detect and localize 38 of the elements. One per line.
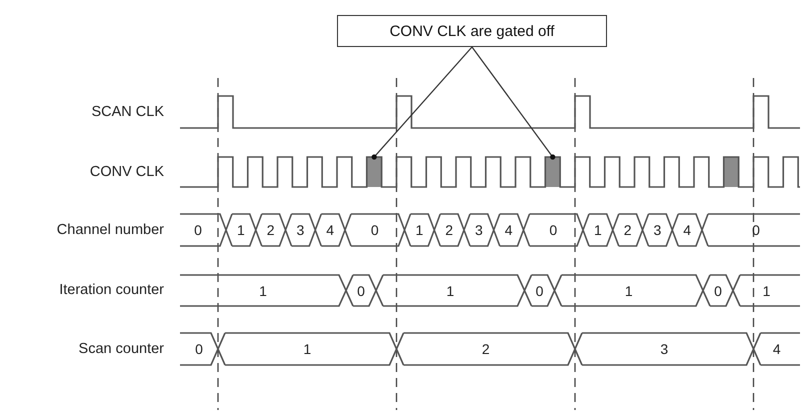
bus-value: 3 — [474, 223, 483, 237]
bus-value: 1 — [624, 284, 633, 298]
bus-value: 0 — [194, 223, 202, 237]
callout-text: CONV CLK are gated off — [390, 22, 554, 40]
bus-value: 3 — [653, 223, 662, 237]
bus-value: 0 — [714, 284, 722, 298]
leader-line — [372, 46, 472, 160]
bus-value: 0 — [752, 223, 760, 237]
bus-value: 2 — [624, 223, 632, 237]
bus-value: 1 — [303, 342, 312, 356]
signal-name: Channel number — [56, 222, 164, 238]
leader-line — [472, 46, 556, 160]
bus-value: 0 — [195, 342, 203, 356]
signal-name: Scan counter — [78, 342, 164, 356]
bus-value: 1 — [446, 284, 454, 298]
bus-value: 2 — [266, 223, 275, 237]
signal-name: Iteration counter — [59, 282, 164, 298]
bus-value: 1 — [259, 284, 267, 298]
bus-value: 1 — [762, 284, 770, 298]
bus-value: 4 — [504, 223, 513, 237]
bus-value: 1 — [594, 223, 602, 237]
bus-value: 4 — [683, 223, 692, 237]
bus-value: 0 — [370, 223, 379, 237]
bus-value: 3 — [296, 223, 304, 237]
bus-value: 4 — [326, 223, 334, 237]
bus-value: 3 — [660, 342, 668, 356]
bus-value: 1 — [236, 223, 245, 237]
bus-value: 2 — [445, 223, 454, 237]
bus-value: 2 — [482, 342, 490, 356]
bus-value: 4 — [772, 342, 781, 356]
signal-name: CONV CLK — [90, 164, 164, 180]
signal-name: SCAN CLK — [91, 104, 164, 120]
bus-value: 0 — [357, 284, 365, 298]
callout-box — [337, 15, 607, 47]
bus-value: 1 — [415, 223, 424, 237]
gated-pulse — [724, 157, 739, 187]
bus-value: 0 — [536, 284, 544, 298]
bus-value: 0 — [549, 223, 558, 237]
